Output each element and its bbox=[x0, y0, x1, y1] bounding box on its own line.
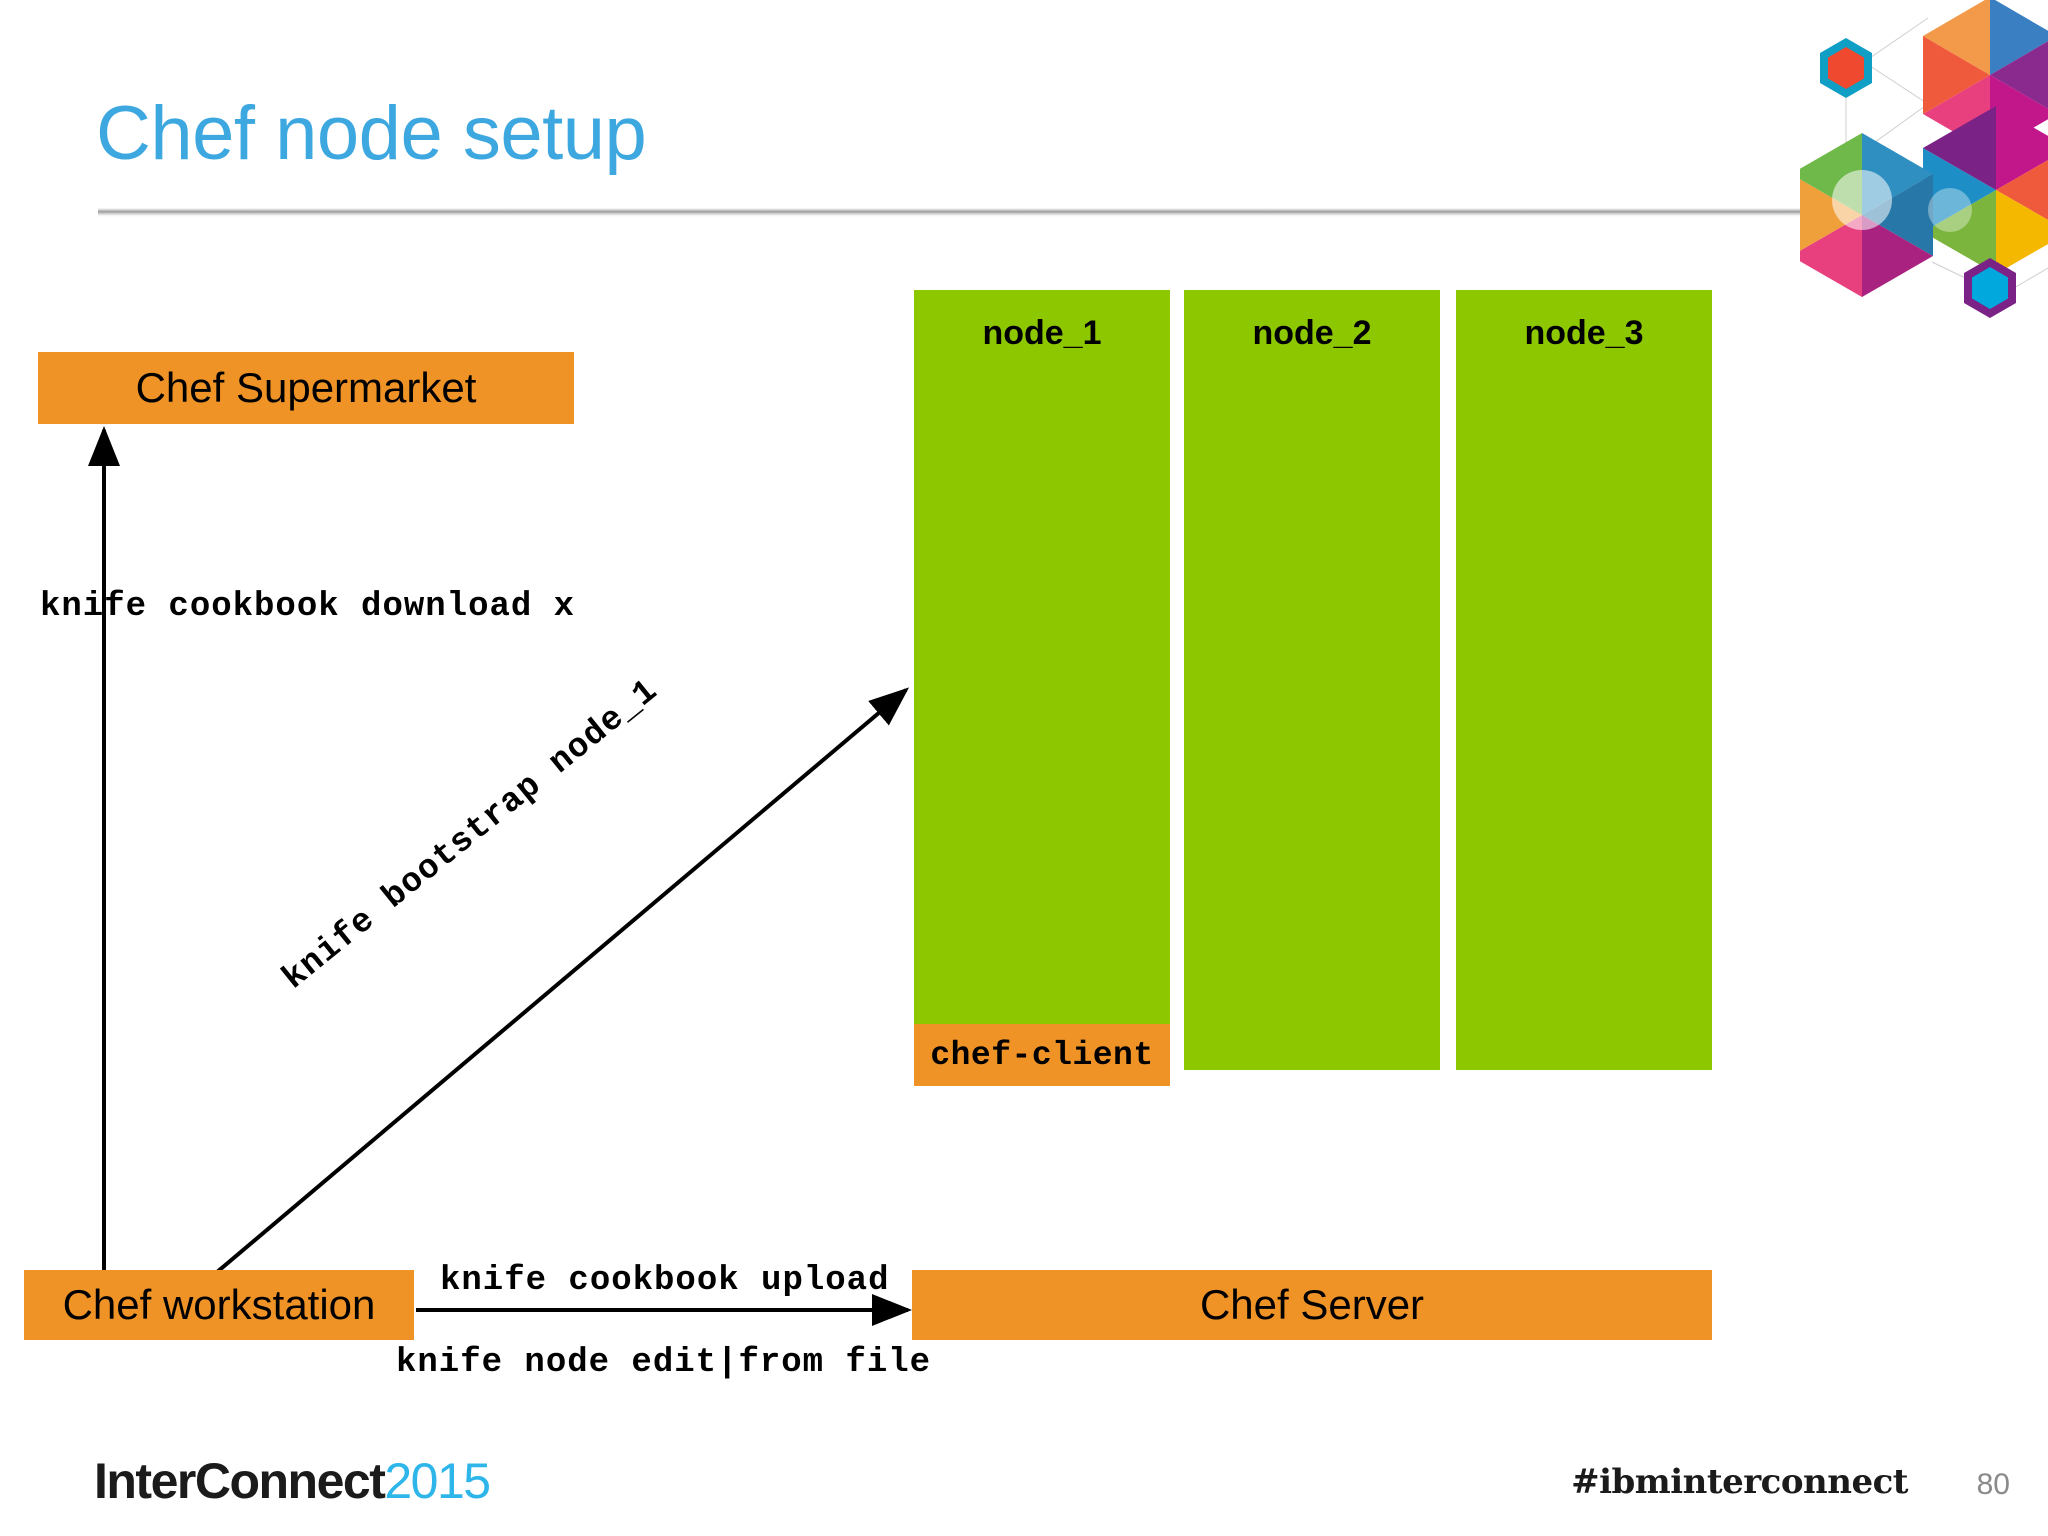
command-label-upload: knife cookbook upload bbox=[440, 1262, 890, 1300]
title-divider-rule bbox=[98, 208, 1908, 217]
footer-hashtag: #ibminterconnect bbox=[1571, 1462, 1908, 1502]
chef-workstation-box: Chef workstation bbox=[24, 1270, 414, 1340]
node-2-box: node_2 bbox=[1184, 290, 1440, 1070]
interconnect-logo: InterConnect2015 bbox=[94, 1452, 491, 1510]
command-label-download: knife cookbook download x bbox=[40, 588, 576, 626]
node-1-box: node_1 chef-client bbox=[914, 290, 1170, 1086]
node-3-box: node_3 bbox=[1456, 290, 1712, 1070]
command-label-node-edit: knife node edit|from file bbox=[396, 1344, 932, 1382]
interconnect-logo-year: 2015 bbox=[384, 1453, 491, 1509]
command-label-bootstrap: knife bootstrap node_1 bbox=[276, 672, 666, 998]
chef-workstation-label: Chef workstation bbox=[62, 1281, 376, 1328]
page-number: 80 bbox=[1976, 1468, 2010, 1501]
node-1-label: node_1 bbox=[982, 314, 1102, 352]
chef-client-band: chef-client bbox=[914, 1024, 1170, 1086]
node-2-label: node_2 bbox=[1252, 314, 1372, 352]
node-3-label: node_3 bbox=[1524, 314, 1644, 352]
chef-server-label: Chef Server bbox=[1199, 1281, 1425, 1328]
chef-supermarket-label: Chef Supermarket bbox=[135, 364, 477, 411]
chef-server-box: Chef Server bbox=[912, 1270, 1712, 1340]
interconnect-hexagon-decoration bbox=[1800, 0, 2048, 318]
interconnect-logo-word: InterConnect bbox=[94, 1453, 386, 1509]
page-title: Chef node setup bbox=[96, 91, 647, 176]
chef-supermarket-box: Chef Supermarket bbox=[38, 352, 574, 424]
